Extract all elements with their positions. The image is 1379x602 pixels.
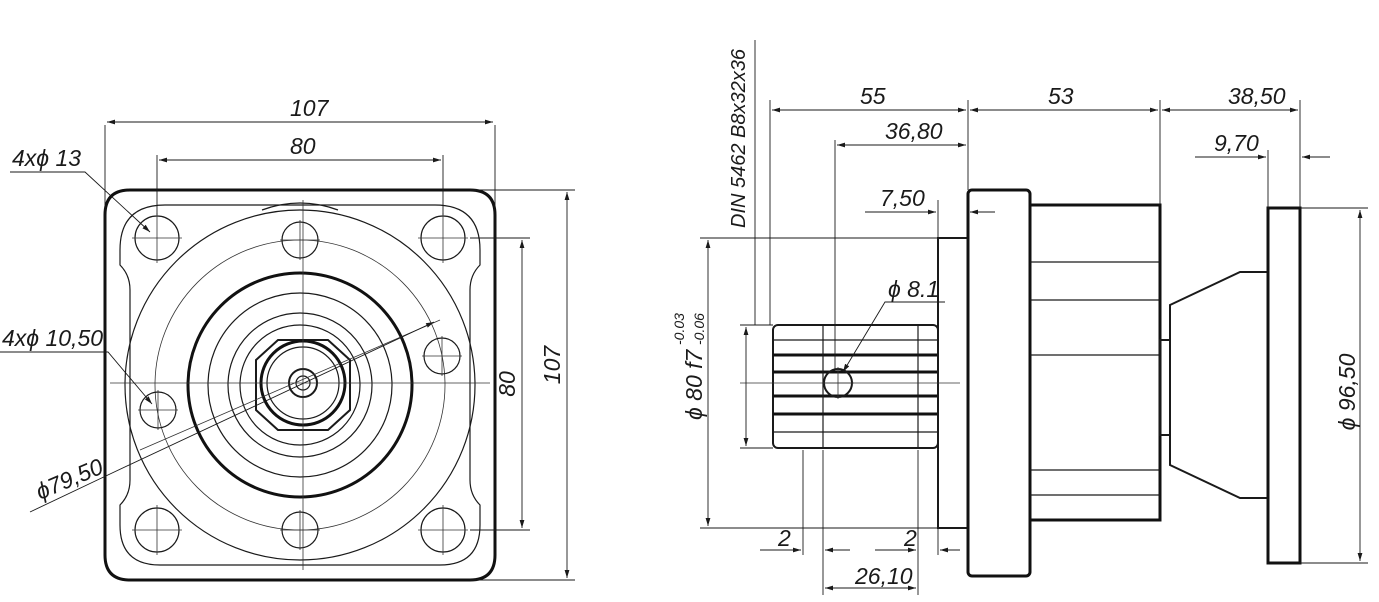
- leader-bore: [842, 301, 945, 373]
- label-2-left: 2: [777, 525, 791, 551]
- mount-hole-bl: [132, 505, 182, 555]
- flange-hole-right: [422, 336, 462, 376]
- label-36-80: 36,80: [885, 118, 943, 144]
- body-flange: [966, 188, 1032, 578]
- leader-79: [29, 321, 435, 513]
- spline-shaft: [772, 324, 939, 449]
- label-pilot-dia: ϕ 80 f7: [681, 348, 707, 420]
- label-4x10: 4xϕ 10,50: [2, 325, 103, 351]
- top-boss: [261, 202, 339, 211]
- rear-cone: [1169, 271, 1269, 499]
- flange-inner-profile: [119, 204, 481, 566]
- label-9-70: 9,70: [1214, 130, 1259, 156]
- label-4x13: 4xϕ 13: [12, 145, 81, 171]
- flange-hole-bottom: [280, 510, 320, 550]
- hex-nut: [255, 339, 351, 431]
- front-view: 107 80 4xϕ 13 4xϕ 10,50 ϕ79,50 80 107: [0, 95, 575, 582]
- mount-hole-br: [418, 505, 468, 555]
- pilot-ring-2: [207, 292, 393, 478]
- label-26-10: 26,10: [854, 563, 913, 589]
- label-107-top: 107: [290, 95, 330, 121]
- leader-4x13: [10, 171, 151, 233]
- label-53: 53: [1048, 83, 1074, 109]
- label-96-50: ϕ 96,50: [1334, 353, 1360, 430]
- rear-plate: [1266, 206, 1302, 565]
- label-80-side: 80: [494, 371, 520, 397]
- label-7-50: 7,50: [880, 185, 925, 211]
- centerline-diag: [139, 319, 441, 451]
- label-tol-upper: -0.03: [671, 313, 687, 345]
- pilot-ring-outer: [186, 271, 414, 499]
- label-bore: ϕ 8.1: [888, 276, 939, 302]
- label-38-50: 38,50: [1228, 83, 1286, 109]
- label-107-side: 107: [539, 345, 565, 385]
- label-2-right: 2: [903, 525, 917, 551]
- pilot-ring-3: [227, 312, 373, 458]
- label-79-50: ϕ79,50: [32, 453, 107, 505]
- label-tol-lower: -0.06: [691, 313, 707, 345]
- main-body: [1030, 203, 1162, 522]
- label-spline-spec: DIN 5462 B8x32x36: [728, 48, 750, 228]
- mount-hole-tl: [132, 213, 182, 263]
- label-80-top: 80: [290, 133, 316, 159]
- flange-hole-top: [280, 220, 320, 260]
- side-view: DIN 5462 B8x32x36 55 53 38,50 36,80 9,70…: [671, 40, 1368, 595]
- flange-hole-left: [138, 390, 178, 430]
- leader-4x10: [0, 351, 153, 405]
- pilot-ring-4: [239, 324, 361, 446]
- mount-hole-tr: [418, 213, 468, 263]
- body-outer-circle: [124, 209, 476, 561]
- label-55: 55: [860, 83, 886, 109]
